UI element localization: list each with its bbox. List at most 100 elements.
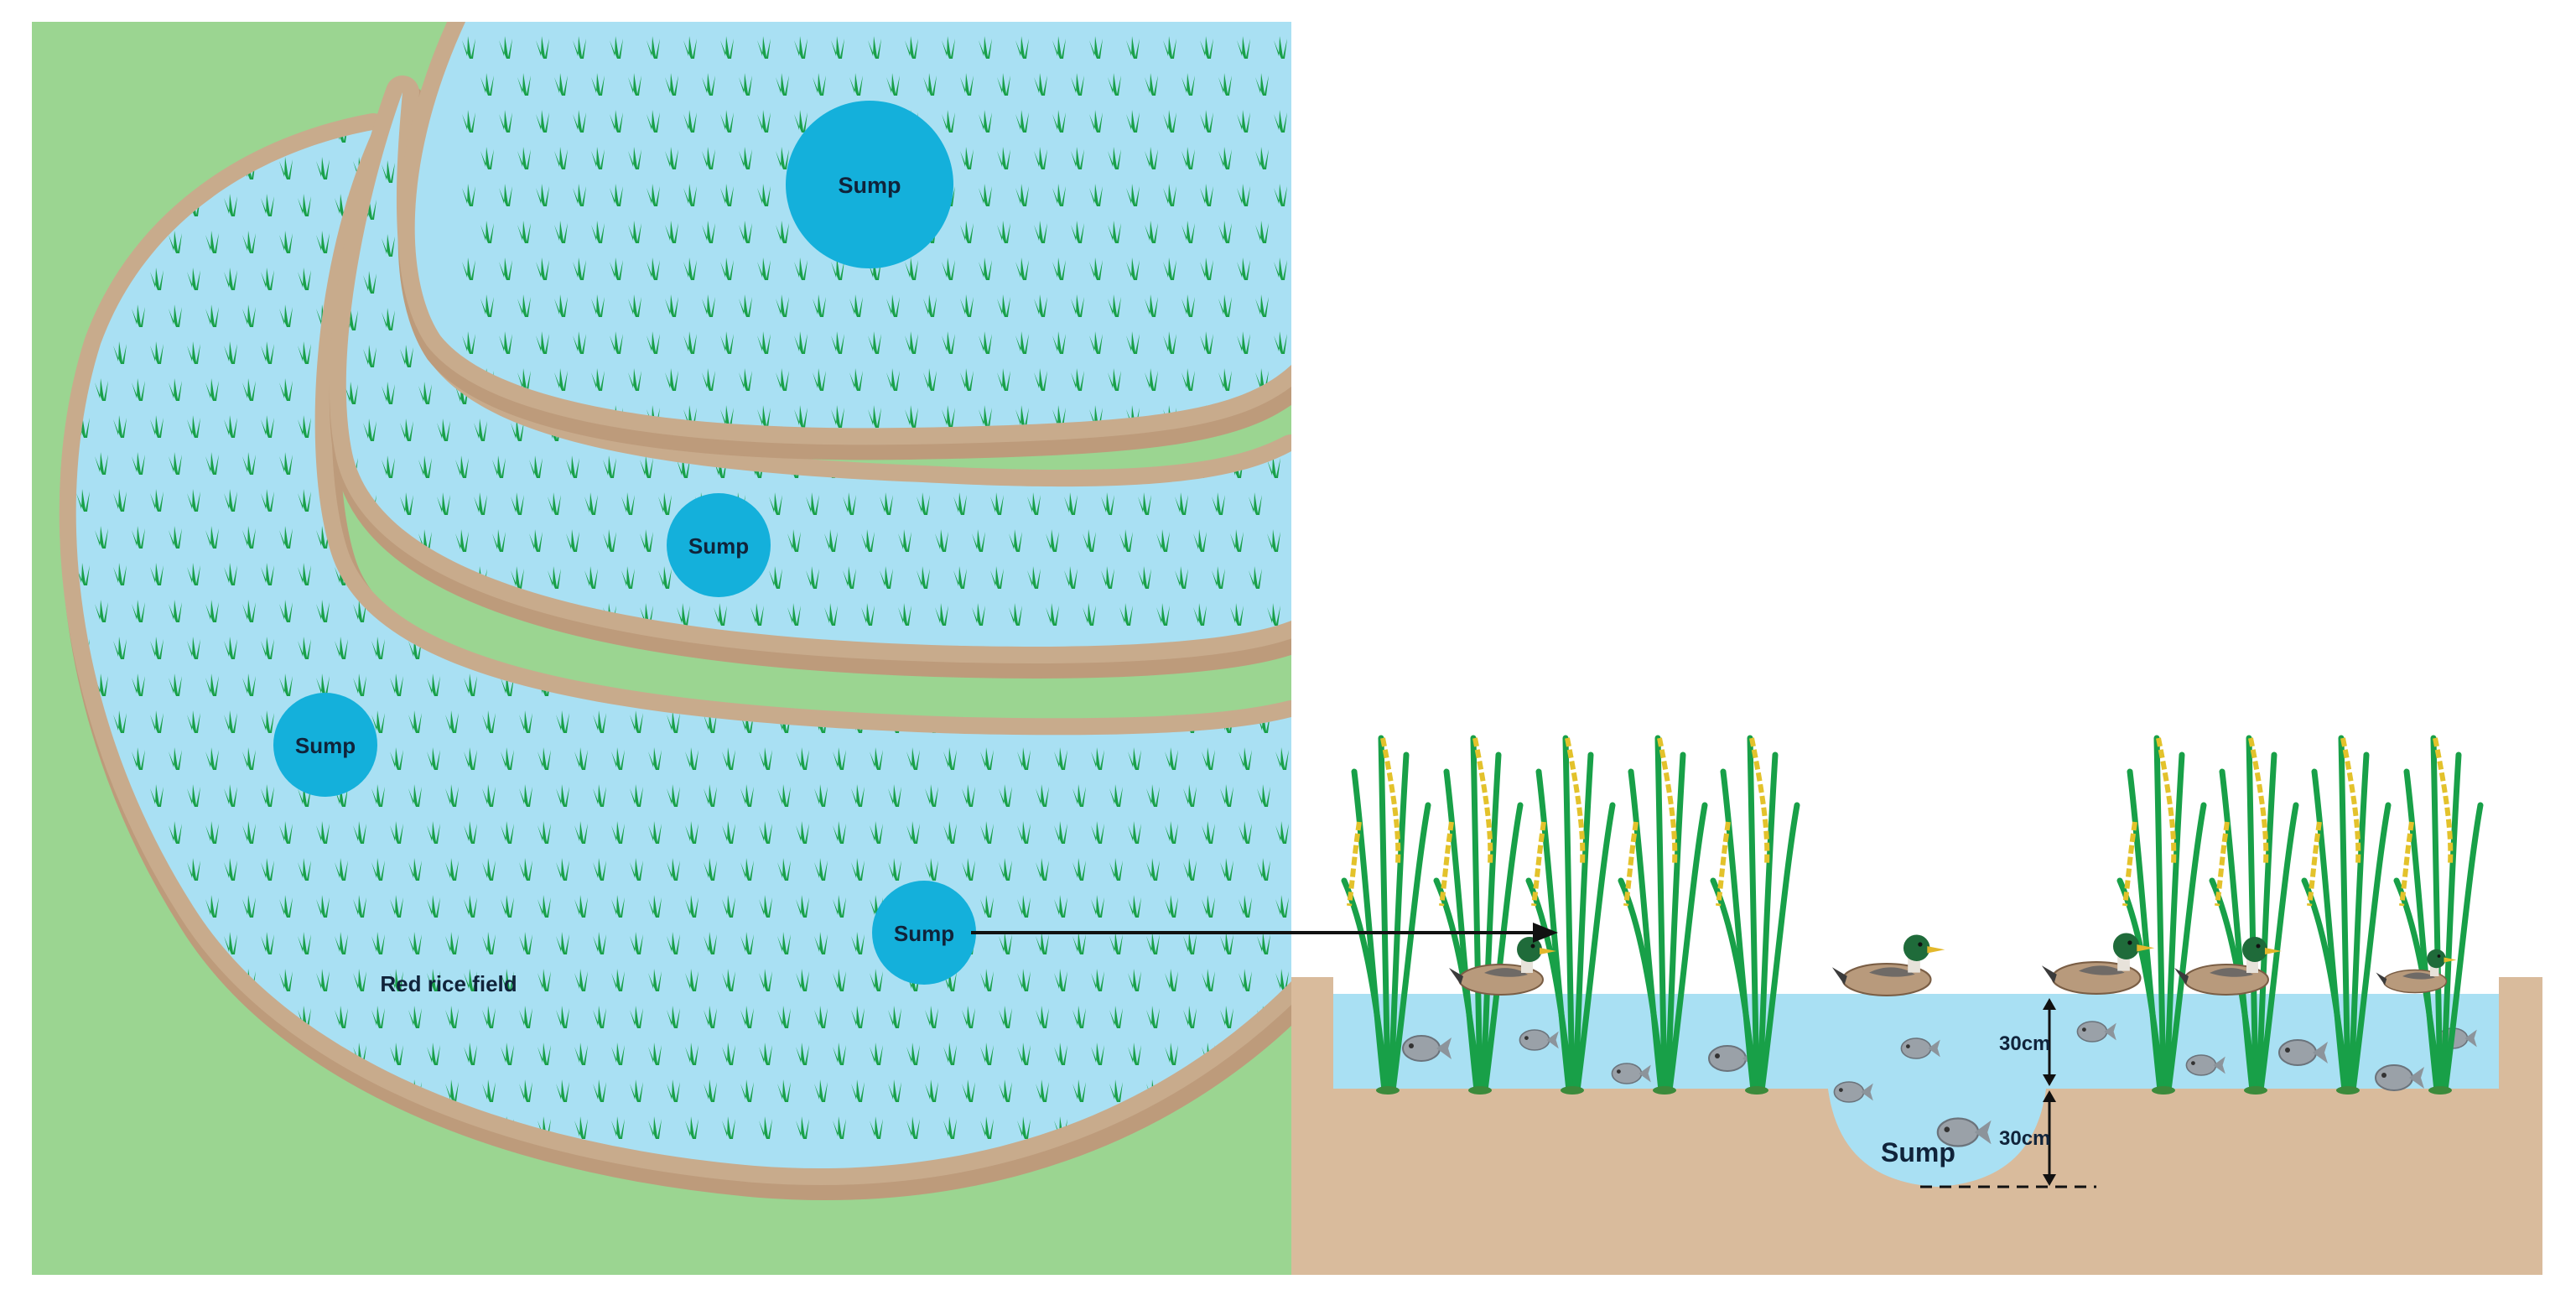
rice-tuft bbox=[298, 784, 311, 807]
rice-tuft bbox=[408, 637, 422, 659]
rice-tuft bbox=[1239, 969, 1252, 991]
rice-tuft bbox=[382, 382, 395, 404]
rice-tuft bbox=[917, 492, 930, 515]
sump-label: Sump bbox=[295, 733, 356, 758]
rice-tuft bbox=[591, 147, 605, 169]
rice-tuft bbox=[316, 969, 330, 991]
rice-tuft bbox=[1239, 747, 1252, 770]
rice-tuft bbox=[665, 73, 678, 96]
rice-tuft bbox=[757, 110, 771, 133]
rice-tuft bbox=[418, 455, 432, 478]
rice-tuft bbox=[316, 895, 330, 918]
rice-tuft bbox=[722, 895, 735, 918]
rice-tuft bbox=[1249, 492, 1262, 515]
rice-tuft bbox=[316, 821, 330, 844]
rice-tuft bbox=[548, 492, 561, 515]
plan-view: Sump Sump Sump Sump Red rice field bbox=[32, 22, 1291, 1275]
rice-tuft bbox=[1255, 221, 1269, 243]
rice-tuft bbox=[667, 710, 680, 733]
rice-tuft bbox=[1126, 405, 1140, 428]
rice-tuft bbox=[1126, 331, 1140, 354]
rice-tuft bbox=[1220, 858, 1233, 881]
rice-tuft bbox=[536, 331, 549, 354]
rice-tuft bbox=[95, 526, 108, 549]
rice-tuft bbox=[584, 492, 598, 515]
rice-tuft bbox=[242, 378, 256, 401]
rice-tuft bbox=[279, 157, 293, 179]
rice-tuft bbox=[538, 747, 551, 770]
rice-tuft bbox=[573, 36, 586, 59]
rice-tuft bbox=[517, 147, 531, 169]
rice-tuft bbox=[1249, 566, 1262, 589]
rice-tuft bbox=[868, 257, 881, 280]
rice-tuft bbox=[843, 492, 856, 515]
rice-tuft bbox=[400, 345, 413, 367]
rice-tuft bbox=[390, 747, 403, 770]
rice-tuft bbox=[132, 600, 145, 622]
rice-tuft bbox=[464, 895, 477, 918]
rice-tuft bbox=[769, 566, 782, 589]
rice-tuft bbox=[261, 784, 274, 807]
rice-tuft bbox=[1017, 895, 1031, 918]
rice-tuft bbox=[554, 368, 568, 391]
rice-tuft bbox=[980, 821, 994, 844]
rice-tuft bbox=[132, 452, 145, 475]
rice-tuft bbox=[408, 710, 422, 733]
rice-tuft bbox=[408, 1006, 422, 1028]
rice-tuft bbox=[519, 858, 532, 881]
rice-tuft bbox=[776, 294, 789, 317]
rice-tuft bbox=[482, 784, 496, 807]
rice-tuft bbox=[574, 1116, 588, 1139]
rice-tuft bbox=[704, 1079, 717, 1102]
rice-tuft bbox=[868, 331, 881, 354]
rice-tuft bbox=[739, 73, 752, 96]
rice-tuft bbox=[548, 566, 561, 589]
rice-tuft bbox=[455, 529, 469, 552]
rice-tuft bbox=[371, 932, 385, 954]
rice-tuft bbox=[1052, 405, 1066, 428]
rice-tuft bbox=[630, 1006, 643, 1028]
rice-tuft bbox=[519, 932, 532, 954]
rice-tuft bbox=[1165, 1043, 1178, 1065]
depth-markers bbox=[1920, 998, 2096, 1188]
rice-tuft bbox=[501, 895, 514, 918]
rice-tuft bbox=[205, 673, 219, 696]
rice-tuft bbox=[796, 747, 809, 770]
rice-tuft bbox=[611, 747, 625, 770]
rice-tuft bbox=[628, 294, 641, 317]
rice-tuft bbox=[757, 36, 771, 59]
rice-plant bbox=[1618, 735, 1708, 1095]
rice-tuft bbox=[187, 563, 200, 585]
rice-tuft bbox=[1054, 895, 1067, 918]
rice-tuft bbox=[335, 932, 348, 954]
rice-plant bbox=[1341, 735, 1431, 1095]
rice-tuft bbox=[298, 858, 311, 881]
rice-tuft bbox=[462, 184, 475, 206]
rice-tuft bbox=[833, 895, 846, 918]
rice-tuft bbox=[382, 308, 395, 330]
rice-tuft bbox=[824, 603, 838, 626]
rice-tuft bbox=[242, 452, 256, 475]
rice-tuft bbox=[1218, 221, 1232, 243]
rice-tuft bbox=[906, 1043, 920, 1065]
rice-tuft bbox=[905, 405, 918, 428]
rice-tuft bbox=[925, 858, 938, 881]
rice-tuft bbox=[806, 566, 819, 589]
rice-tuft bbox=[960, 294, 974, 317]
rice-tuft bbox=[794, 331, 808, 354]
rice-tuft bbox=[538, 1116, 551, 1139]
rice-tuft bbox=[870, 1043, 883, 1065]
rice-tuft bbox=[1237, 331, 1250, 354]
rice-tuft bbox=[1220, 784, 1233, 807]
rice-tuft bbox=[335, 858, 348, 881]
rice-tuft bbox=[960, 147, 974, 169]
rice-tuft bbox=[169, 526, 182, 549]
rice-tuft bbox=[702, 368, 715, 391]
rice-tuft bbox=[833, 1043, 846, 1065]
rice-tuft bbox=[316, 231, 330, 253]
rice-tuft bbox=[997, 147, 1010, 169]
rice-tuft bbox=[150, 710, 164, 733]
rice-tuft bbox=[1275, 895, 1289, 918]
rice-tuft bbox=[363, 345, 377, 367]
rice-tuft bbox=[400, 492, 413, 515]
